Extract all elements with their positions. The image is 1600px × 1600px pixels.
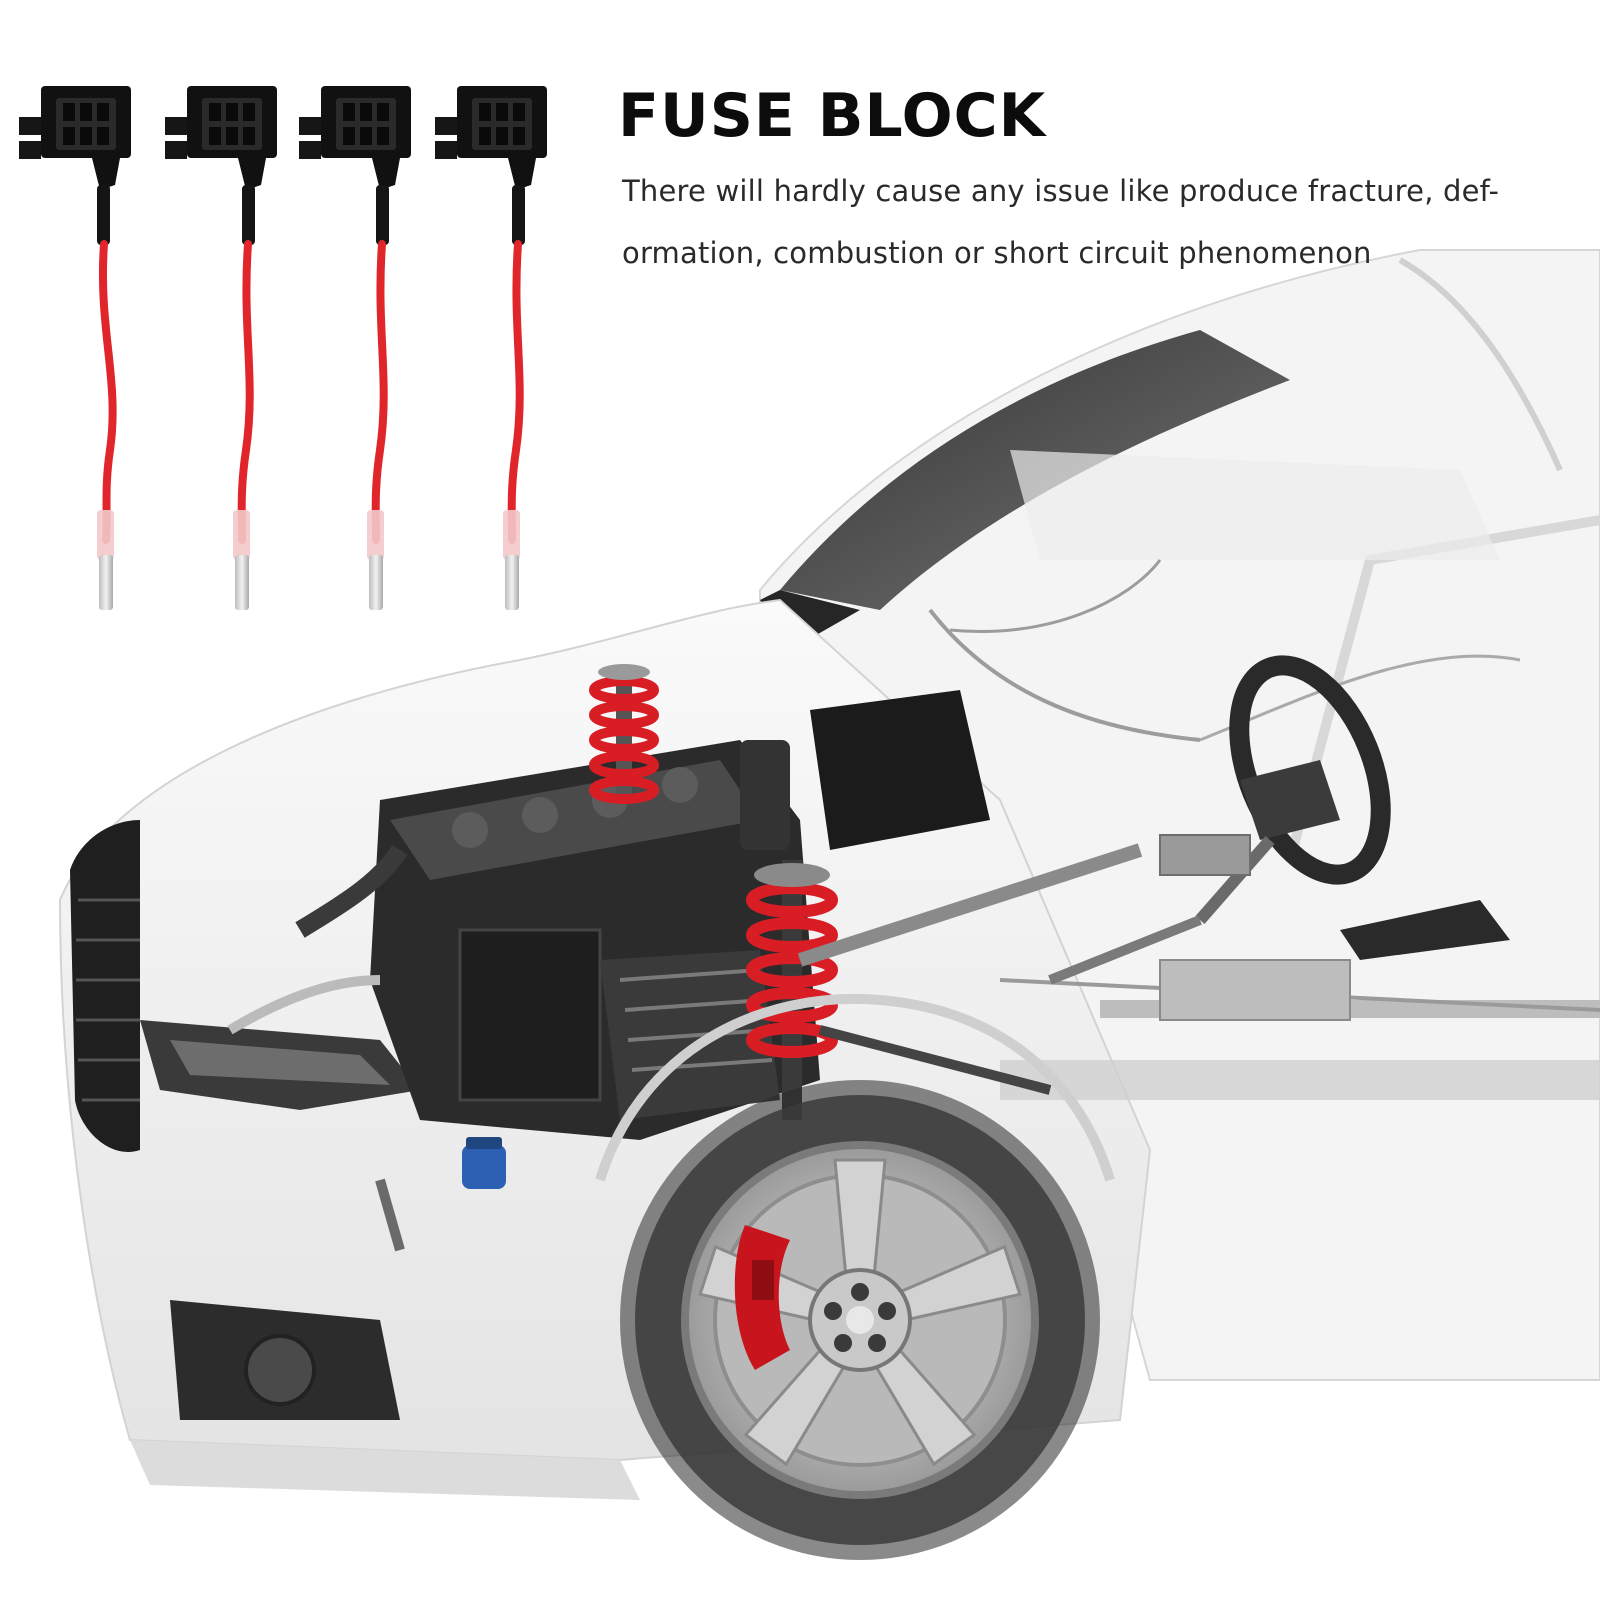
fuse-tap-1 [19, 86, 131, 610]
rear-shock-spring [589, 664, 659, 804]
product-headline: FUSE BLOCK [618, 81, 1047, 151]
car-illustration [58, 249, 1600, 1560]
oil-cap [462, 1145, 506, 1189]
steering-wheel [1048, 655, 1391, 985]
fuse-tap-adapters [19, 86, 547, 610]
fuse-tap-2 [165, 86, 277, 610]
fuse-tap-4 [435, 86, 547, 610]
fuse-tap-3 [299, 86, 411, 610]
fog-light [244, 1334, 316, 1406]
front-shock-spring [746, 860, 838, 1120]
front-wheel [620, 1080, 1100, 1560]
product-description: There will hardly cause any issue like p… [622, 174, 1500, 270]
front-grille [70, 820, 140, 1152]
